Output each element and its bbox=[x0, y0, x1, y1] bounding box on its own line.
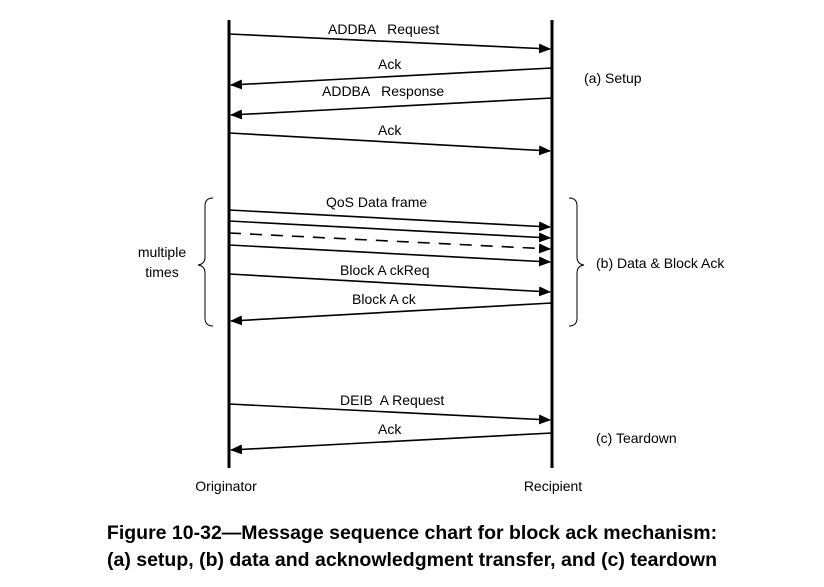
delba-request-label: DEIB A Request bbox=[340, 392, 444, 408]
block-ack-label: Block A ck bbox=[352, 291, 417, 307]
addba-response-arrow bbox=[230, 97, 553, 120]
qos-data-arrow-2 bbox=[228, 220, 551, 243]
block-ack-arrow bbox=[230, 302, 553, 326]
addba-request-label: ADDBA Request bbox=[328, 21, 439, 37]
qos-data-arrow-1 bbox=[228, 209, 551, 232]
ack1-label: Ack bbox=[378, 56, 402, 72]
addba-response-label: ADDBA Response bbox=[322, 83, 444, 99]
teardown-ack-arrow bbox=[230, 432, 553, 455]
qos-data-arrow-3 bbox=[228, 244, 551, 267]
figure-caption-line2: (a) setup, (b) data and acknowledgment t… bbox=[106, 549, 717, 571]
block-ack-req-arrow bbox=[228, 273, 551, 297]
multiple-times-label-line2: times bbox=[145, 264, 178, 280]
figure-caption-line1: Figure 10-32—Message sequence chart for … bbox=[106, 522, 718, 544]
left-brace bbox=[197, 197, 214, 327]
ack1-arrow bbox=[230, 67, 553, 90]
setup-phase-label: (a) Setup bbox=[584, 70, 642, 86]
originator-label: Originator bbox=[195, 478, 257, 494]
delba-request-arrow bbox=[228, 403, 551, 425]
teardown-ack-label: Ack bbox=[378, 421, 402, 437]
ack2-arrow bbox=[228, 132, 551, 156]
teardown-phase-label: (c) Teardown bbox=[596, 430, 677, 446]
right-brace bbox=[568, 197, 585, 327]
qos-data-arrow-dashed bbox=[228, 232, 551, 254]
ack2-label: Ack bbox=[378, 122, 402, 138]
qos-data-frame-label: QoS Data frame bbox=[326, 194, 427, 210]
recipient-label: Recipient bbox=[524, 478, 582, 494]
addba-request-arrow bbox=[228, 33, 551, 54]
block-ack-req-label: Block A ckReq bbox=[340, 262, 430, 278]
data-phase-label: (b) Data & Block Ack bbox=[596, 255, 725, 271]
multiple-times-label-line1: multiple bbox=[138, 244, 186, 260]
